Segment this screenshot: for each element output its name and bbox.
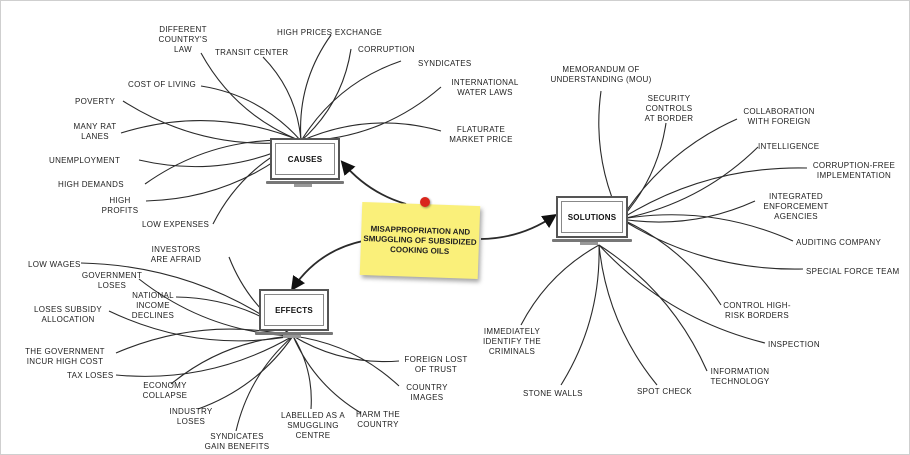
cause-label: FLATURATE MARKET PRICE xyxy=(449,125,513,144)
effect-label: HARM THE COUNTRY xyxy=(355,410,401,429)
solutions-title: SOLUTIONS xyxy=(567,212,617,222)
arrow-to-causes xyxy=(340,160,407,205)
solution-connector xyxy=(598,244,708,372)
cause-connector xyxy=(200,85,302,142)
solution-connector xyxy=(620,167,808,220)
causes-title: CAUSES xyxy=(287,154,323,164)
solution-label: SPOT CHECK xyxy=(637,387,692,396)
solution-connector xyxy=(620,214,794,242)
cause-label: UNEMPLOYMENT xyxy=(49,156,121,165)
push-pin-icon xyxy=(420,197,430,207)
solution-connector xyxy=(598,244,658,386)
effect-label: FOREIGN LOST OF TRUST xyxy=(404,355,468,374)
cause-connector xyxy=(122,100,302,144)
solution-label: IMMEDIATELY IDENTIFY THE CRIMINALS xyxy=(483,327,541,356)
effect-label: INDUSTRY LOSES xyxy=(169,407,213,426)
effect-connector xyxy=(292,335,362,414)
effect-connector xyxy=(235,335,294,432)
solution-connector xyxy=(620,200,756,223)
effect-label: LOSES SUBSIDY ALLOCATION xyxy=(34,305,102,324)
solution-label: INTELLIGENCE xyxy=(758,142,820,151)
arrow-to-solutions xyxy=(480,213,557,240)
cause-connector xyxy=(300,122,442,142)
cause-label: INTERNATIONAL WATER LAWS xyxy=(451,78,519,97)
cause-connector xyxy=(200,52,302,142)
cause-label: CORRUPTION xyxy=(358,45,415,54)
solution-label: CORRUPTION-FREE IMPLEMENTATION xyxy=(812,161,896,180)
solutions-board: SOLUTIONS xyxy=(552,196,632,245)
effect-label: TAX LOSES xyxy=(67,371,114,380)
cause-label: DIFFERENT COUNTRY'S LAW xyxy=(158,25,208,54)
effect-connector xyxy=(197,335,294,410)
solution-label: SPECIAL FORCE TEAM xyxy=(806,267,900,276)
solution-connector xyxy=(560,244,600,386)
cause-label: HIGH PRICES EXCHANGE xyxy=(277,28,383,37)
cause-label: SYNDICATES xyxy=(418,59,472,68)
arrow-to-effects xyxy=(290,240,364,291)
effect-connector xyxy=(292,335,400,363)
effect-label: ECONOMY COLLAPSE xyxy=(142,381,188,400)
cause-connector xyxy=(300,48,352,142)
effect-connector xyxy=(115,335,294,377)
central-topic: MISAPPROPRIATION AND SMUGGLING OF SUBSID… xyxy=(363,223,477,256)
cause-label: COST OF LIVING xyxy=(128,80,197,89)
effect-label: NATIONAL INCOME DECLINES xyxy=(131,291,175,320)
effect-label: LOW WAGES xyxy=(28,260,81,269)
solution-connector xyxy=(520,244,600,326)
cause-connector xyxy=(120,120,302,142)
cause-connector xyxy=(300,34,332,142)
central-sticky-note: MISAPPROPRIATION AND SMUGGLING OF SUBSID… xyxy=(359,201,481,280)
cause-label: MANY RAT LANES xyxy=(73,122,117,141)
effect-label: THE GOVERNMENT INCUR HIGH COST xyxy=(25,347,105,366)
cause-label: HIGH PROFITS xyxy=(101,196,139,215)
solution-connector xyxy=(620,146,759,220)
solution-label: STONE WALLS xyxy=(523,389,583,398)
solution-label: SECURITY CONTROLS AT BORDER xyxy=(644,94,694,123)
cause-connector xyxy=(300,60,402,142)
solution-label: INTEGRATED ENFORCEMENT AGENCIES xyxy=(763,192,829,221)
effect-label: LABELLED AS A SMUGGLING CENTRE xyxy=(281,411,345,440)
solution-label: COLLABORATION WITH FOREIGN xyxy=(743,107,815,126)
effect-label: COUNTRY IMAGES xyxy=(406,383,448,402)
effect-label: SYNDICATES GAIN BENEFITS xyxy=(204,432,270,451)
solution-connector xyxy=(620,122,667,220)
effect-connector xyxy=(292,335,312,410)
cause-label: LOW EXPENSES xyxy=(142,220,210,229)
effects-title: EFFECTS xyxy=(275,305,313,315)
solution-label: CONTROL HIGH-RISK BORDERS xyxy=(723,301,791,320)
solution-connector xyxy=(620,218,804,270)
cause-connector xyxy=(262,56,302,142)
solution-label: INSPECTION xyxy=(768,340,820,349)
solution-connector xyxy=(620,118,738,220)
effect-label: GOVERNMENT LOSES xyxy=(81,271,143,290)
effects-board: EFFECTS xyxy=(255,289,333,338)
cause-label: HIGH DEMANDS xyxy=(58,180,124,189)
solution-connector xyxy=(598,244,766,344)
solution-label: INFORMATION TECHNOLOGY xyxy=(710,367,770,386)
solution-label: MEMORANDUM OF UNDERSTANDING (MOU) xyxy=(550,65,652,84)
solution-label: AUDITING COMPANY xyxy=(796,238,882,247)
cause-label: POVERTY xyxy=(75,97,116,106)
effect-connector xyxy=(292,335,400,387)
cause-label: TRANSIT CENTER xyxy=(215,48,289,57)
causes-board: CAUSES xyxy=(266,138,344,187)
solution-connector xyxy=(620,218,722,306)
effect-connector xyxy=(170,335,294,385)
effect-label: INVESTORS ARE AFRAID xyxy=(150,245,202,264)
